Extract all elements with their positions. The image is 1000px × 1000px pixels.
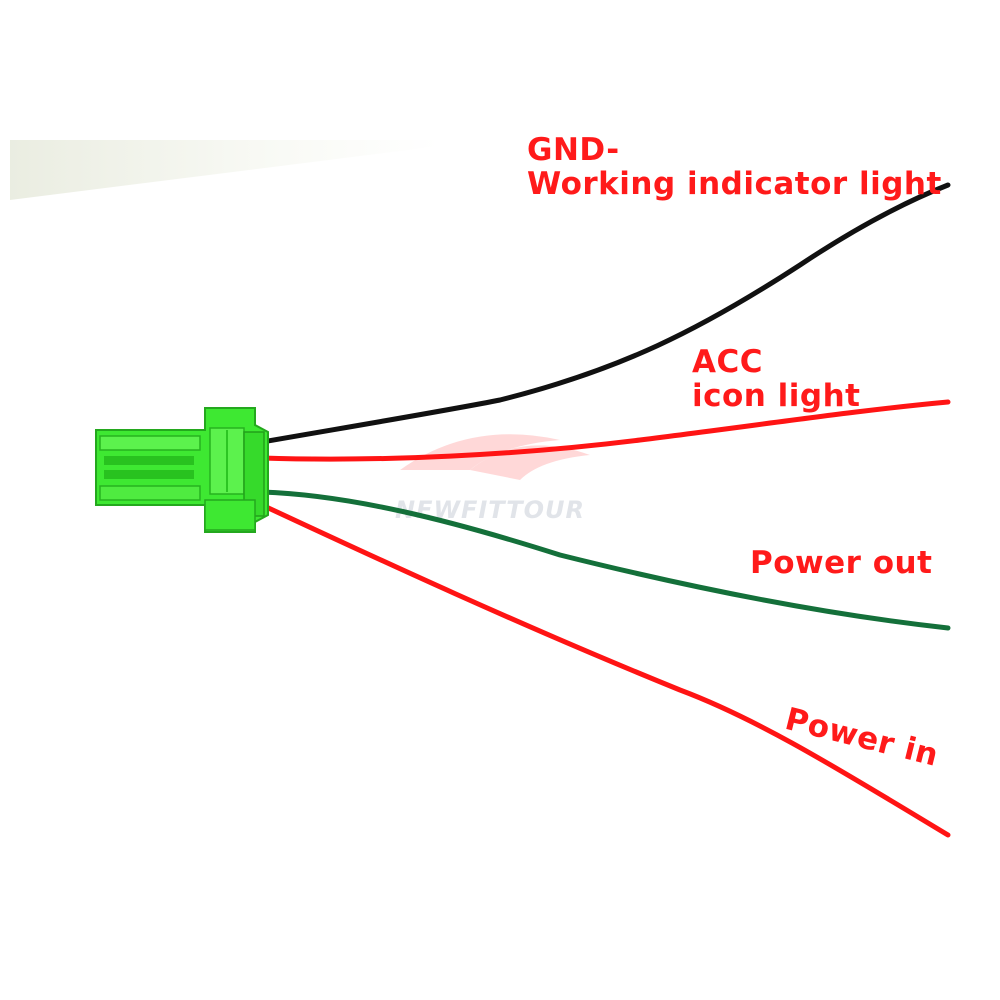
label-icon-light: icon light: [692, 378, 861, 414]
label-working-indicator-light: Working indicator light: [527, 166, 942, 202]
label-acc: ACC: [692, 344, 763, 380]
wire-red-power-in: [259, 502, 951, 838]
wire-black-gnd: [259, 182, 951, 445]
label-gnd: GND-: [527, 132, 620, 168]
wire-red-acc: [259, 399, 951, 462]
connector-plug: [95, 407, 269, 533]
label-power-out: Power out: [750, 545, 933, 581]
wire-green-power-out: [259, 489, 951, 631]
